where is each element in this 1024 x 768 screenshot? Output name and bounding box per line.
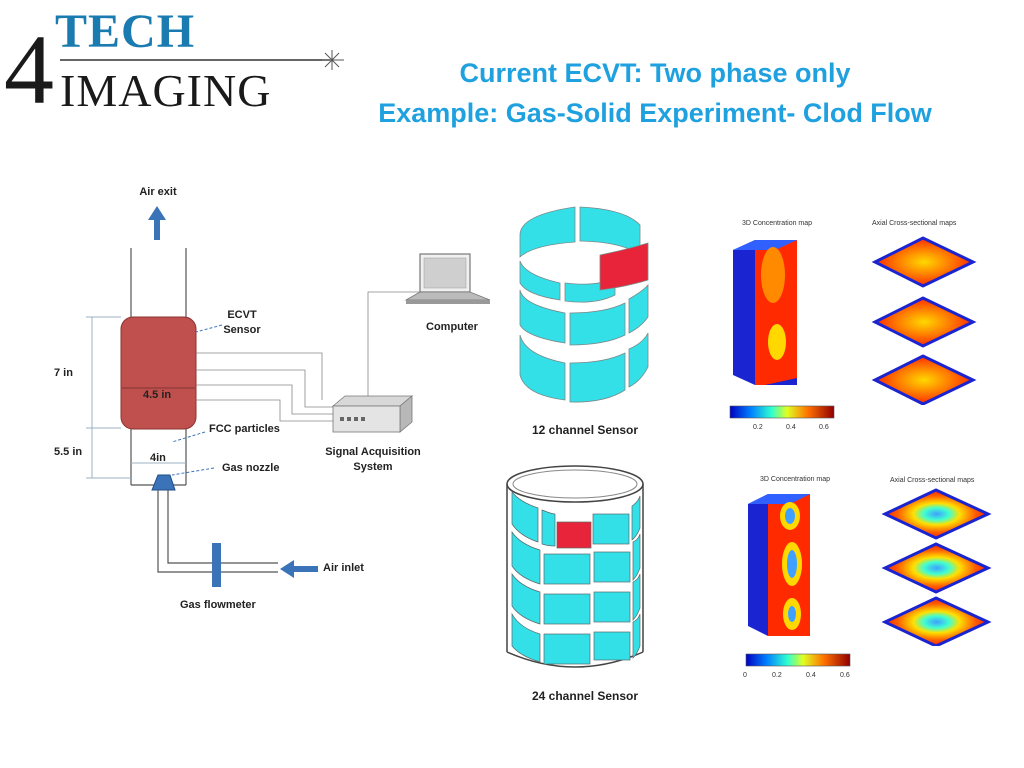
- logo-sparkle-line: [60, 50, 344, 70]
- computer-label: Computer: [426, 321, 478, 333]
- bottom-axial-title: Axial Cross-sectional maps: [890, 477, 975, 484]
- air-inlet-label: Air inlet: [323, 562, 364, 574]
- top-maps-figure: [733, 236, 977, 405]
- logo-imaging-text: IMAGING: [60, 65, 272, 116]
- bottom-colorbar: [745, 653, 851, 667]
- top-colorbar: [729, 405, 835, 419]
- signal-acq-label-line2: System: [353, 461, 393, 473]
- gas-flowmeter: [212, 543, 221, 587]
- gas-flowmeter-label: Gas flowmeter: [180, 599, 256, 611]
- sensor-12-channel-image: [519, 206, 649, 403]
- bottom-tick-0: 0: [743, 672, 747, 679]
- bottom-maps-figure: [748, 488, 992, 646]
- gas-nozzle-label: Gas nozzle: [222, 462, 280, 474]
- dim-7in-label: 7 in: [54, 367, 73, 379]
- bottom-concentration-title: 3D Concentration map: [760, 476, 831, 483]
- dim-4in-label: 4in: [150, 452, 166, 464]
- computer-icon: [404, 253, 491, 304]
- ecvt-label-line2: Sensor: [223, 324, 261, 336]
- sensor-cables: [196, 291, 422, 422]
- sensor-24-channel-image: [506, 465, 644, 668]
- sensor-24-caption: 24 channel Sensor: [532, 689, 639, 703]
- ecvt-sensor-body: [120, 316, 197, 430]
- bottom-tick-0-6: 0.6: [840, 672, 850, 679]
- air-exit-arrow: [148, 206, 166, 240]
- gas-nozzle: [151, 474, 176, 491]
- top-tick-0-6: 0.6: [819, 424, 829, 431]
- ecvt-label-line1: ECVT: [227, 309, 257, 321]
- bottom-tick-0-4: 0.4: [806, 672, 816, 679]
- signal-acquisition-box: [331, 395, 414, 433]
- logo-tech-text: TECH: [55, 5, 196, 58]
- dimension-lines: [86, 316, 186, 479]
- bottom-tick-0-2: 0.2: [772, 672, 782, 679]
- gas-piping: [157, 490, 278, 573]
- air-exit-label: Air exit: [139, 186, 177, 198]
- dim-4-5in-label: 4.5 in: [143, 389, 172, 401]
- active-electrode: [556, 521, 592, 549]
- page-title: Current ECVT: Two phase only: [459, 58, 851, 88]
- top-concentration-title: 3D Concentration map: [742, 220, 813, 227]
- air-inlet-arrow: [280, 560, 318, 578]
- page-subtitle: Example: Gas-Solid Experiment- Clod Flow: [378, 98, 932, 128]
- sensor-12-caption: 12 channel Sensor: [532, 423, 639, 437]
- dim-5-5in-label: 5.5 in: [54, 446, 83, 458]
- top-tick-0-4: 0.4: [786, 424, 796, 431]
- logo-four-digit: 4: [4, 14, 54, 125]
- top-axial-title: Axial Cross-sectional maps: [872, 220, 957, 227]
- column-walls: [130, 248, 187, 486]
- experiment-setup-diagram: [86, 206, 491, 587]
- top-tick-0-2: 0.2: [753, 424, 763, 431]
- signal-acq-label-line1: Signal Acquisition: [325, 446, 421, 458]
- fcc-particles-label: FCC particles: [209, 423, 280, 435]
